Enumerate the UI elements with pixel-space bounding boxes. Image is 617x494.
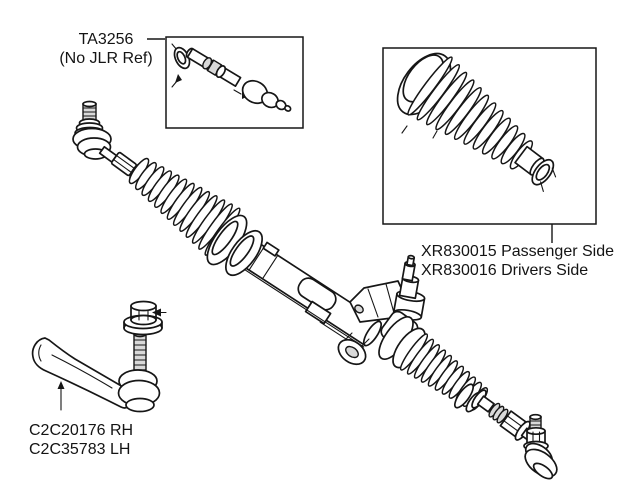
- part-number-gaiter-driver: XR830016 Drivers Side: [421, 262, 589, 279]
- inner-tie-rod-ball-socket: [241, 79, 292, 112]
- part-number-gaiter-passenger: XR830015 Passenger Side: [421, 243, 615, 260]
- gaiter-inset: [382, 47, 597, 225]
- gaiter-bellows: [407, 56, 557, 193]
- steering-rack-assembly-drawing: [72, 100, 558, 480]
- arrow-icon: [171, 74, 182, 88]
- rack-mount-rings: [206, 214, 263, 277]
- right-gaiter-collar: [378, 316, 426, 369]
- inner-tie-rod-inset: [165, 36, 304, 129]
- outer-tie-rod-end-part: [31, 300, 167, 413]
- callout-outer-tie-rod-end: C2C20176 RH C2C35783 LH: [29, 421, 133, 459]
- ball-joint-housing: [117, 369, 161, 413]
- tie-rod-end-pointer-line: [57, 381, 65, 411]
- inner-tie-rod-shaft: [185, 47, 242, 87]
- part-note-no-jlr-ref: (No JLR Ref): [59, 50, 153, 67]
- ball-stud: [133, 330, 147, 371]
- arrow-icon: [152, 308, 167, 317]
- inner-tie-rod-inset-box: [165, 36, 304, 129]
- right-gaiter-bellows: [399, 333, 489, 411]
- callout-gaiter: XR830015 Passenger Side XR830016 Drivers…: [421, 242, 614, 280]
- steering-arm: [31, 337, 132, 409]
- left-tie-rod-end: [72, 100, 112, 160]
- callout-inner-tie-rod: TA3256 (No JLR Ref): [58, 30, 154, 68]
- part-number-inner-tie-rod: TA3256: [78, 31, 134, 48]
- gaiter-inset-box: [382, 47, 597, 225]
- part-number-tie-rod-end-lh: C2C35783 LH: [29, 441, 131, 458]
- arrow-up-icon: [57, 381, 65, 389]
- part-number-tie-rod-end-rh: C2C20176 RH: [29, 422, 134, 439]
- right-tie-rod-end: [523, 413, 558, 480]
- flanged-lock-nut: [123, 300, 163, 336]
- mounting-eye: [337, 332, 370, 366]
